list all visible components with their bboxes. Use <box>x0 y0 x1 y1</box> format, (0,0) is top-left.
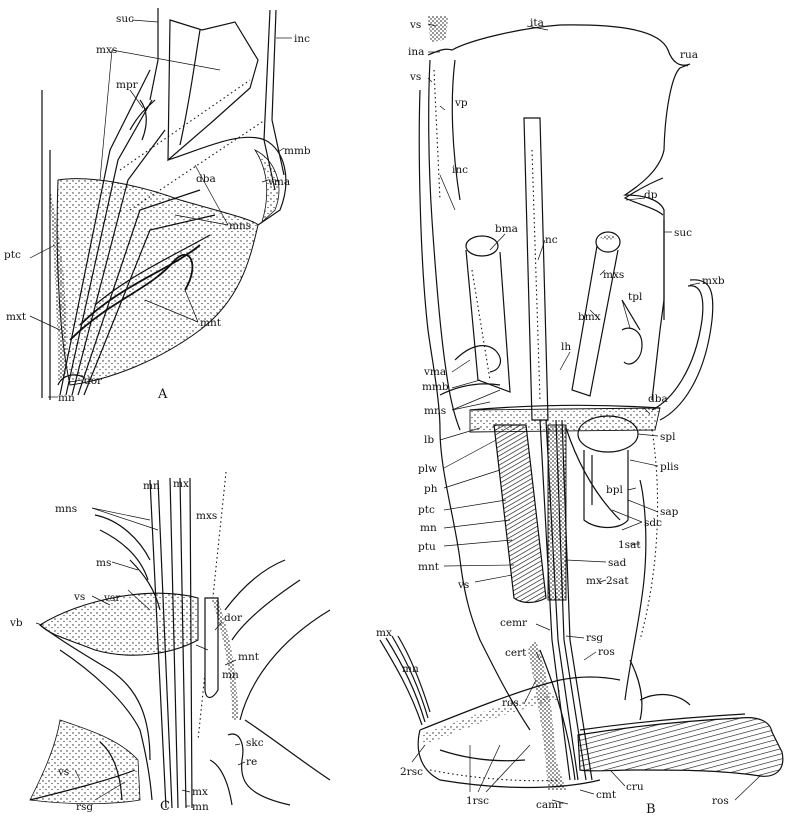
panel-b-label-ph: ph <box>424 483 438 495</box>
panel-b-label-ros: ros <box>598 646 615 658</box>
panel-b-label-2rsc: 2rsc <box>400 766 423 778</box>
panel-b-label-cru: cru <box>626 781 644 793</box>
panel-b-label-rua: rua <box>680 49 698 61</box>
panel-b-label-vs2: vs <box>409 71 421 83</box>
panel-b-label-suc: suc <box>674 227 692 239</box>
panel-b-label-cmt: cmt <box>596 789 617 801</box>
panel-b-label-ptu: ptu <box>418 541 436 553</box>
panel-a: suc mxs inc mpr mmb dba vma mns ptc mxt … <box>4 8 311 404</box>
panel-b-letter: B <box>646 802 656 816</box>
panel-b-label-sap: sap <box>660 506 679 518</box>
panel-a-label-ptc: ptc <box>4 249 21 261</box>
panel-b-label-bpl: bpl <box>606 484 623 496</box>
panel-a-label-mxt: mxt <box>6 311 27 323</box>
panel-b-label-spl: spl <box>660 431 676 443</box>
panel-b-label-dba: dba <box>648 393 668 405</box>
panel-b-label-bmx: bmx <box>578 311 601 323</box>
panel-b-label-rsg: rsg <box>586 632 603 644</box>
panel-c-label-vsr: vsr <box>103 592 121 604</box>
panel-c-label-mxs: mxs <box>196 510 217 522</box>
panel-a-label-dba: dba <box>196 173 216 185</box>
panel-a-label-vma: vma <box>267 176 290 188</box>
panel-b-label-mn-bl: mn <box>402 663 419 675</box>
panel-b-label-lh: lh <box>561 341 571 353</box>
panel-b-label-mx-bl: mx <box>376 627 392 639</box>
panel-b-label-cemr: cemr <box>500 617 528 629</box>
panel-b-label-vs3: vs <box>457 579 469 591</box>
panel-c-label-vb: vb <box>9 617 23 629</box>
panel-b-label-plw: plw <box>418 463 437 475</box>
panel-b-label-mns: mns <box>424 405 446 417</box>
panel-c-letter: C <box>160 799 170 814</box>
panel-c-label-mnt: mnt <box>238 651 260 663</box>
panel-c-label-re: re <box>246 756 257 768</box>
panel-b-label-nc: nc <box>545 234 558 246</box>
panel-c-label-dor: dor <box>224 612 243 624</box>
panel-b-label-mx: mx <box>586 575 602 587</box>
panel-b-label-plis: plis <box>660 461 679 473</box>
panel-c-label-mns: mns <box>55 503 77 515</box>
panel-b-label-mn: mn <box>420 522 437 534</box>
panel-b-label-ina: ina <box>408 46 424 58</box>
panel-b-label-inc: inc <box>452 164 468 176</box>
panel-b-label-sdc: sdc <box>644 517 662 529</box>
panel-b-label-lb: lb <box>424 434 434 446</box>
panel-a-label-mns: mns <box>229 220 251 232</box>
panel-c-label-vs2: vs <box>57 766 69 778</box>
panel-b-label-cert: cert <box>505 647 527 659</box>
panel-b-label-sad: sad <box>608 557 627 569</box>
panel-b-label-ros3: ros <box>712 795 729 807</box>
panel-b-label-1sat: 1sat <box>618 539 641 551</box>
panel-b-label-2sat: 2sat <box>606 575 629 587</box>
panel-b-label-mxb: mxb <box>702 275 725 287</box>
panel-a-label-mpr: mpr <box>116 79 139 91</box>
panel-b-label-ita: ita <box>530 17 544 29</box>
panel-b-label-1rsc: 1rsc <box>466 795 489 807</box>
panel-b-label-vma: vma <box>423 366 446 378</box>
panel-c: mn mx mns mxs ms vs vsr dor vb mnt mn sk… <box>9 472 330 814</box>
panel-c-label-vs: vs <box>73 591 85 603</box>
panel-b-label-ptc: ptc <box>418 504 435 516</box>
panel-c-label-skc: skc <box>246 737 264 749</box>
panel-c-label-rsg: rsg <box>76 801 93 813</box>
panel-b-label-vs-top: vs <box>409 19 421 31</box>
panel-b-label-mxs: mxs <box>603 269 624 281</box>
panel-a-label-mxs: mxs <box>96 44 117 56</box>
panel-b: vs ita rua ina vs vp dp inc suc bma nc m… <box>376 16 783 816</box>
panel-b-label-ros2: ros <box>502 697 519 709</box>
panel-a-label-suc: suc <box>116 13 134 25</box>
panel-b-label-vp: vp <box>454 97 468 109</box>
panel-a-label-dor: dor <box>84 375 103 387</box>
panel-c-label-mn: mn <box>143 480 160 492</box>
panel-b-label-mnt: mnt <box>418 561 440 573</box>
panel-a-label-mn: mn <box>58 392 75 404</box>
panel-a-label-mnt: mnt <box>200 317 222 329</box>
panel-c-label-mx2: mx <box>192 786 208 798</box>
panel-c-label-mn3: mn <box>192 801 209 813</box>
panel-a-letter: A <box>157 387 168 402</box>
panel-c-label-ms: ms <box>96 557 111 569</box>
panel-a-label-mmb: mmb <box>284 145 311 157</box>
panel-b-label-bma: bma <box>495 223 518 235</box>
panel-a-label-inc: inc <box>294 33 310 45</box>
panel-b-label-mmb: mmb <box>422 381 449 393</box>
panel-b-label-camr: camr <box>536 799 564 811</box>
panel-b-label-tpl: tpl <box>628 291 643 303</box>
panel-c-label-mx: mx <box>173 478 189 490</box>
panel-c-label-mn2: mn <box>222 669 239 681</box>
panel-b-label-dp: dp <box>644 189 658 201</box>
